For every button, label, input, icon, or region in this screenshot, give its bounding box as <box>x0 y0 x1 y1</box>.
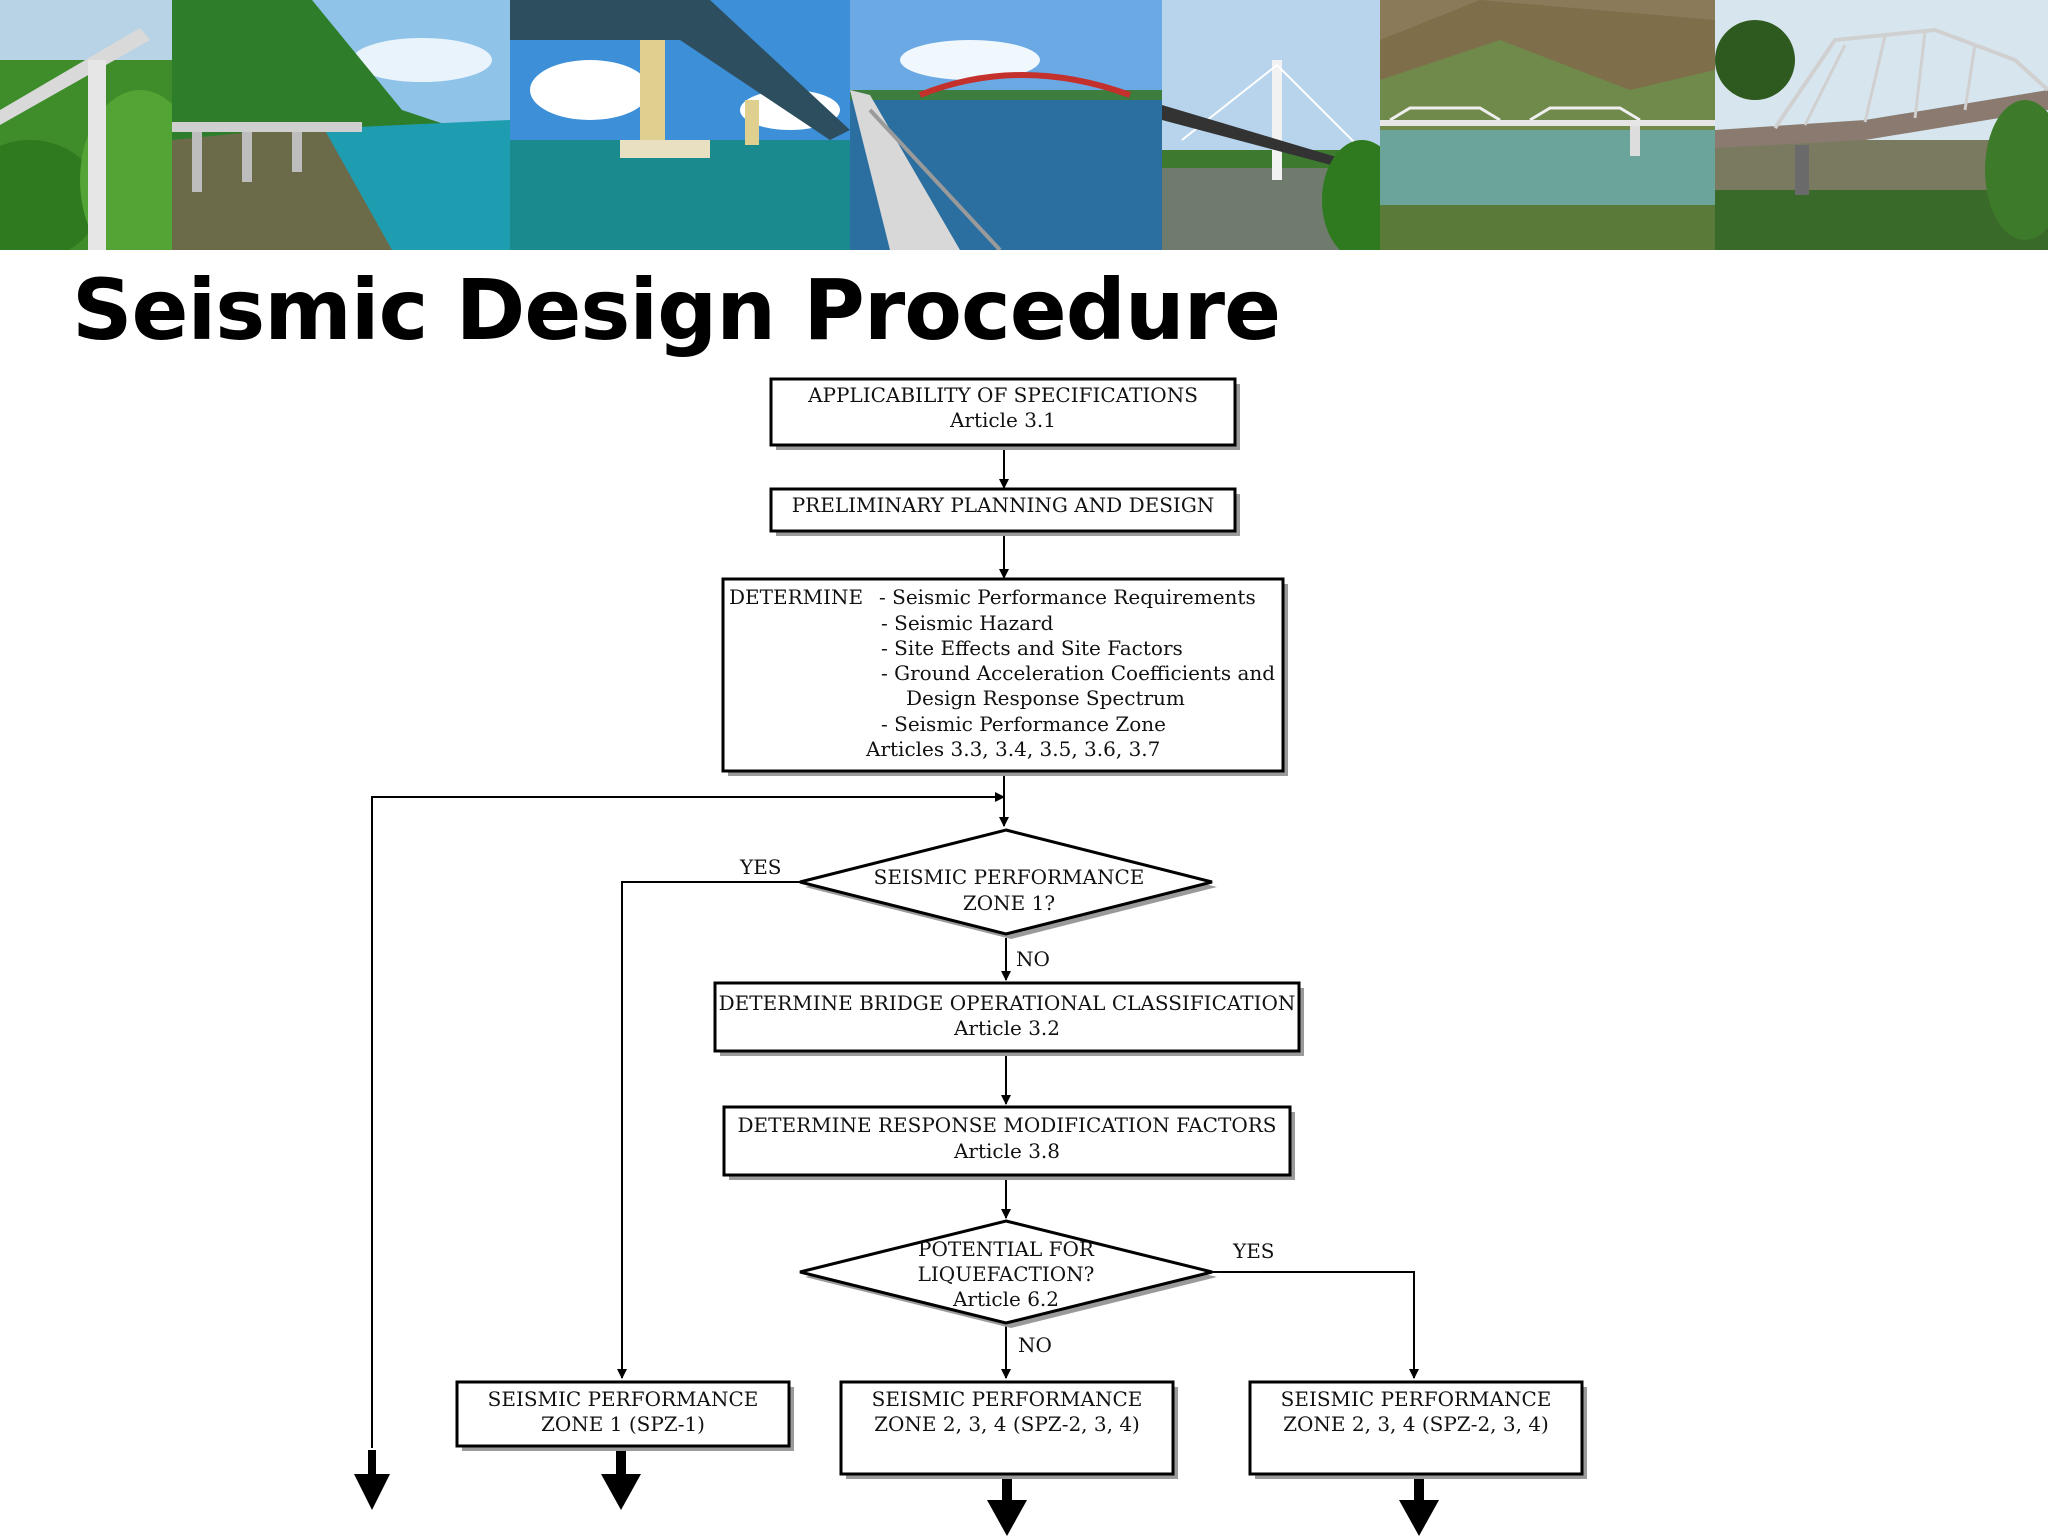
determine-item-requirements: - Seismic Performance Requirements <box>879 585 1256 609</box>
photo-red-arch-bridge <box>850 0 1162 250</box>
box-spz-234-middle: SEISMIC PERFORMANCE ZONE 2, 3, 4 (SPZ-2,… <box>839 1380 1178 1479</box>
box-preliminary-planning: PRELIMINARY PLANNING AND DESIGN <box>769 487 1240 536</box>
spz234-middle-line1: SEISMIC PERFORMANCE <box>872 1387 1143 1411</box>
photo-steel-truss-bridge <box>1715 0 2048 250</box>
zone-decision-line2: ZONE 1? <box>963 891 1055 915</box>
determine-articles: Articles 3.3, 3.4, 3.5, 3.6, 3.7 <box>865 737 1160 761</box>
determine-item-response-spectrum: Design Response Spectrum <box>906 686 1185 710</box>
page-title: Seismic Design Procedure <box>72 261 1281 359</box>
applicability-title: APPLICABILITY OF SPECIFICATIONS <box>807 383 1198 407</box>
liquefaction-yes-label: YES <box>1232 1239 1275 1263</box>
box-spz-234-right: SEISMIC PERFORMANCE ZONE 2, 3, 4 (SPZ-2,… <box>1248 1380 1587 1479</box>
operational-article: Article 3.2 <box>953 1016 1060 1040</box>
determine-item-hazard: - Seismic Hazard <box>881 611 1054 635</box>
box-applicability: APPLICABILITY OF SPECIFICATIONS Article … <box>769 377 1240 450</box>
operational-title: DETERMINE BRIDGE OPERATIONAL CLASSIFICAT… <box>719 991 1296 1015</box>
zone-decision-yes-label: YES <box>739 855 782 879</box>
box-operational-classification: DETERMINE BRIDGE OPERATIONAL CLASSIFICAT… <box>713 981 1304 1056</box>
connector-zone-yes <box>617 881 800 1379</box>
preliminary-title: PRELIMINARY PLANNING AND DESIGN <box>792 493 1215 517</box>
applicability-article: Article 3.1 <box>949 408 1056 432</box>
output-arrow-spz1 <box>601 1446 641 1510</box>
zone-decision-no-label: NO <box>1016 947 1050 971</box>
connector-loop-back <box>371 792 1005 1448</box>
photo-cable-stayed-bridge <box>1162 0 1380 250</box>
photo-coastal-viaduct <box>172 0 510 250</box>
zone-decision-line1: SEISMIC PERFORMANCE <box>874 865 1145 889</box>
box-spz-1: SEISMIC PERFORMANCE ZONE 1 (SPZ-1) <box>455 1380 794 1451</box>
photo-bridge-underside <box>510 0 850 250</box>
response-article: Article 3.8 <box>953 1139 1060 1163</box>
box-determine: DETERMINE - Seismic Performance Requirem… <box>721 577 1288 776</box>
liquefaction-line2: LIQUEFACTION? <box>918 1262 1095 1286</box>
spz234-right-line1: SEISMIC PERFORMANCE <box>1281 1387 1552 1411</box>
spz1-line2: ZONE 1 (SPZ-1) <box>541 1412 705 1436</box>
decision-seismic-zone-1: SEISMIC PERFORMANCE ZONE 1? <box>799 828 1217 939</box>
decision-liquefaction: POTENTIAL FOR LIQUEFACTION? Article 6.2 <box>799 1219 1217 1328</box>
determine-item-site-effects: - Site Effects and Site Factors <box>881 636 1183 660</box>
photo-truss-bridge-mountain <box>1380 0 1715 250</box>
determine-item-ground-acceleration: - Ground Acceleration Coefficients and <box>881 661 1275 685</box>
spz1-line1: SEISMIC PERFORMANCE <box>488 1387 759 1411</box>
connector-liquefaction-yes <box>1212 1271 1419 1379</box>
box-response-modification: DETERMINE RESPONSE MODIFICATION FACTORS … <box>722 1105 1295 1180</box>
liquefaction-line1: POTENTIAL FOR <box>918 1237 1095 1261</box>
spz234-middle-line2: ZONE 2, 3, 4 (SPZ-2, 3, 4) <box>874 1412 1140 1436</box>
output-arrow-spz234-middle <box>987 1474 1027 1536</box>
output-arrow-left <box>354 1450 390 1510</box>
response-title: DETERMINE RESPONSE MODIFICATION FACTORS <box>738 1113 1277 1137</box>
determine-heading: DETERMINE <box>729 585 863 609</box>
liquefaction-article: Article 6.2 <box>952 1287 1059 1311</box>
header-banner <box>0 0 2048 250</box>
photo-viaduct-forest <box>0 0 172 250</box>
spz234-right-line2: ZONE 2, 3, 4 (SPZ-2, 3, 4) <box>1283 1412 1549 1436</box>
output-arrow-spz234-right <box>1399 1474 1439 1536</box>
liquefaction-no-label: NO <box>1018 1333 1052 1357</box>
determine-item-performance-zone: - Seismic Performance Zone <box>881 712 1166 736</box>
